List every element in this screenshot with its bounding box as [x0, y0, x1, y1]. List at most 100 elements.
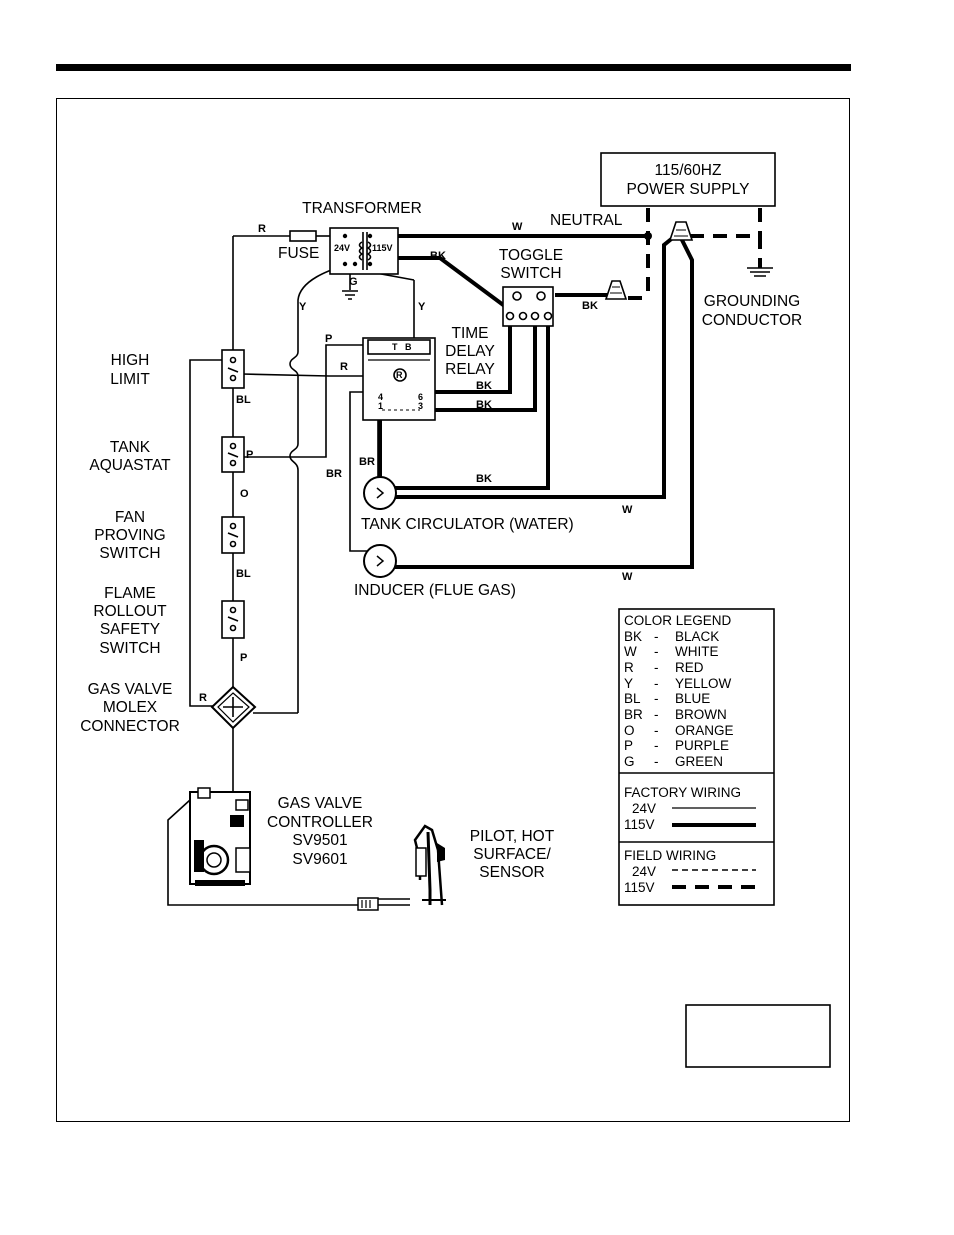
wire-label: R	[258, 223, 266, 235]
legend-code: W	[624, 644, 637, 659]
legend-code: BL	[624, 691, 641, 706]
relay-terminal-b: B	[405, 342, 412, 352]
relay-terminal-1: 1	[378, 401, 383, 411]
legend-code: BK	[624, 629, 642, 644]
fan-proving-line-3: SWITCH	[99, 545, 160, 562]
molex-line-1: GAS VALVE	[88, 681, 173, 698]
molex-connector	[210, 685, 257, 730]
wire-label: R	[340, 361, 348, 373]
wire-label: Y	[418, 301, 426, 313]
field-24v: 24V	[632, 864, 656, 879]
wire-label: Y	[299, 301, 307, 313]
wire-label: W	[622, 504, 633, 516]
field-wiring-title: FIELD WIRING	[624, 848, 716, 863]
transformer-24v: 24V	[334, 243, 350, 253]
legend-title: COLOR LEGEND	[624, 613, 732, 628]
high-limit-line-1: HIGH	[111, 352, 150, 369]
wire-labels: R W BK BK G Y Y P R BK BK BL P O BL P R …	[199, 221, 633, 704]
wire-label: BK	[430, 250, 446, 262]
fuse-icon	[289, 230, 317, 242]
legend-code: R	[624, 660, 634, 675]
legend-sep: -	[654, 738, 659, 753]
relay-line-1: TIME	[451, 325, 488, 342]
legend-color: BLACK	[675, 629, 719, 644]
pilot-icon	[357, 824, 446, 911]
wire-label: BL	[236, 394, 251, 406]
wire-label: BR	[326, 468, 342, 480]
aquastat-line-2: AQUASTAT	[89, 457, 171, 474]
field-115v: 115V	[624, 880, 655, 895]
gas-valve-line-1: GAS VALVE	[278, 795, 363, 812]
wire-label: W	[512, 221, 523, 233]
aquastat-line-1: TANK	[110, 439, 151, 456]
relay-terminal-t: T	[392, 342, 398, 352]
legend-code: Y	[624, 676, 633, 691]
pilot-line-2: SURFACE/	[473, 846, 551, 863]
high-limit-switch	[221, 349, 245, 389]
legend-sep: -	[654, 660, 659, 675]
gas-valve-line-4: SV9601	[292, 851, 347, 868]
molex-line-3: CONNECTOR	[80, 718, 180, 735]
tank-circulator-icon	[363, 476, 397, 510]
pilot-line-1: PILOT, HOT	[470, 828, 555, 845]
color-legend: COLOR LEGEND BK - BLACK W - WHITE R - RE…	[618, 608, 775, 906]
wire-label: P	[325, 333, 332, 345]
relay-line-2: DELAY	[445, 343, 495, 360]
inducer-icon	[363, 544, 397, 578]
relay-line-3: RELAY	[445, 361, 495, 378]
relay-terminal-4: 4	[378, 392, 383, 402]
wire-label: P	[240, 652, 247, 664]
legend-color: ORANGE	[675, 723, 734, 738]
wire-label: BK	[476, 380, 492, 392]
wires	[167, 208, 773, 906]
legend-sep: -	[654, 691, 659, 706]
wire-label: P	[246, 449, 253, 461]
diagram-frame	[56, 98, 850, 1122]
legend-color: BLUE	[675, 691, 710, 706]
legend-color: BROWN	[675, 707, 727, 722]
rollout-line-1: FLAME	[104, 585, 156, 602]
transformer-115v: 115V	[372, 243, 393, 253]
toggle-switch-line-2: SWITCH	[500, 265, 561, 282]
legend-code: BR	[624, 707, 643, 722]
fan-proving-line-1: FAN	[115, 509, 145, 526]
blank-note-box	[685, 1004, 831, 1068]
wire-label: BK	[582, 300, 598, 312]
toggle-switch-line-1: TOGGLE	[499, 247, 563, 264]
inducer-label: INDUCER (FLUE GAS)	[354, 582, 516, 599]
fan-proving-switch	[221, 516, 245, 554]
legend-code: O	[624, 723, 635, 738]
transformer-label: TRANSFORMER	[302, 200, 422, 217]
legend-color: RED	[675, 660, 704, 675]
wire-label: W	[622, 571, 633, 583]
time-delay-relay: T B R 4 1 6 3	[362, 337, 436, 421]
gas-valve-icon	[189, 787, 251, 886]
factory-wiring-title: FACTORY WIRING	[624, 785, 741, 800]
high-limit-line-2: LIMIT	[110, 371, 150, 388]
tank-circulator-label: TANK CIRCULATOR (WATER)	[361, 516, 574, 533]
neutral-label: NEUTRAL	[550, 212, 623, 229]
relay-mark: R	[396, 370, 403, 380]
transformer: 24V 115V	[329, 227, 399, 275]
toggle-switch	[502, 286, 554, 327]
legend-sep: -	[654, 723, 659, 738]
relay-terminal-6: 6	[418, 392, 423, 402]
power-supply: 115/60HZ POWER SUPPLY	[600, 152, 776, 207]
legend-color: GREEN	[675, 754, 723, 769]
wire-label: BK	[476, 399, 492, 411]
grounding-line-2: CONDUCTOR	[702, 312, 802, 329]
factory-24v: 24V	[632, 801, 656, 816]
tank-aquastat-switch	[221, 436, 245, 473]
wire-label: BK	[476, 473, 492, 485]
power-supply-line-2: POWER SUPPLY	[627, 181, 750, 198]
gas-valve-line-3: SV9501	[292, 832, 347, 849]
legend-sep: -	[654, 644, 659, 659]
header-rule	[56, 64, 851, 71]
rollout-line-3: SAFETY	[100, 621, 160, 638]
molex-line-2: MOLEX	[103, 699, 158, 716]
rollout-line-2: ROLLOUT	[93, 603, 167, 620]
legend-sep: -	[654, 676, 659, 691]
wire-label: R	[199, 692, 207, 704]
wire-label: BR	[359, 456, 375, 468]
